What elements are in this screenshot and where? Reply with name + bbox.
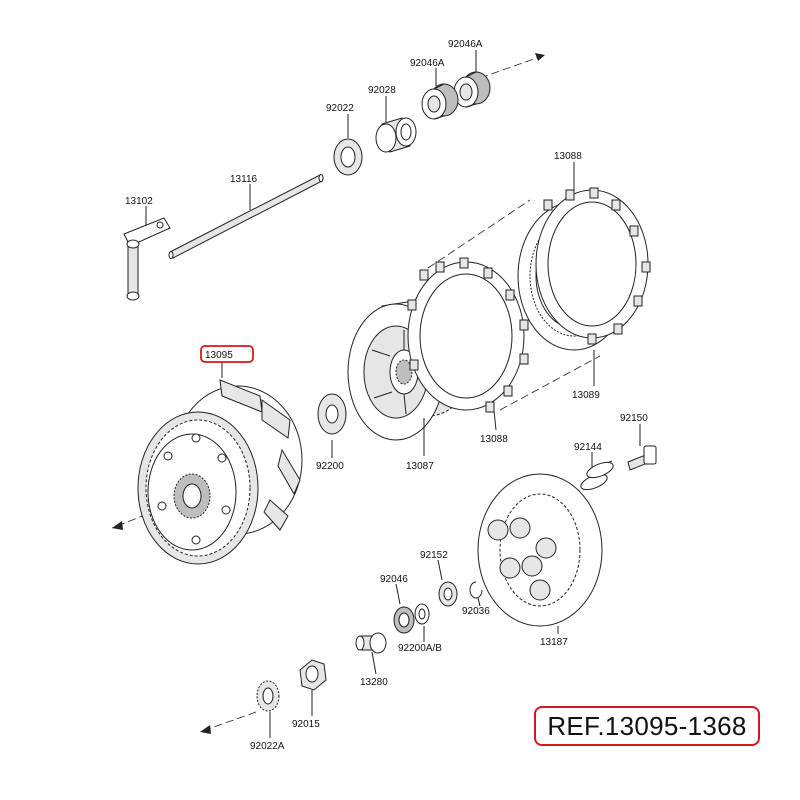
push-rod-13116 (168, 174, 324, 259)
axis-arrows (111, 53, 546, 734)
nut-92015 (299, 659, 327, 691)
label-92152[interactable]: 92152 (420, 550, 448, 561)
sleeve-92028 (375, 117, 417, 153)
label-92046A-top[interactable]: 92046A (448, 39, 483, 50)
label-13095[interactable]: 13095 (205, 350, 233, 361)
friction-plate-13088-bottom (407, 257, 529, 413)
pressure-plate-13187 (477, 473, 603, 627)
bearing-92046 (393, 606, 415, 634)
label-13088-top[interactable]: 13088 (554, 151, 582, 162)
label-92015[interactable]: 92015 (292, 719, 320, 730)
spring-92144 (580, 460, 614, 491)
label-92200[interactable]: 92200 (316, 461, 344, 472)
label-92028[interactable]: 92028 (368, 85, 396, 96)
washer-92022 (333, 138, 363, 176)
washer-92152 (438, 581, 458, 607)
label-92022A[interactable]: 92022A (250, 741, 285, 752)
label-13088-bottom[interactable]: 13088 (480, 434, 508, 445)
thrust-washer-92200 (317, 393, 347, 435)
label-13116[interactable]: 13116 (230, 174, 258, 185)
leader-lines (145, 50, 641, 738)
label-92150[interactable]: 92150 (620, 413, 648, 424)
collar-13280 (355, 632, 387, 654)
clutch-housing-13095 (137, 379, 303, 565)
label-92036[interactable]: 92036 (462, 606, 490, 617)
release-lever-13102 (123, 217, 171, 301)
label-92046[interactable]: 92046 (380, 574, 408, 585)
reference-code-box: REF.13095-1368 (534, 706, 760, 746)
label-92022[interactable]: 92022 (326, 103, 354, 114)
label-92046A-mid[interactable]: 92046A (410, 58, 445, 69)
bolt-92150 (627, 445, 657, 471)
lock-washer-92022A (256, 680, 280, 712)
needle-bearing-92046A-mid (421, 83, 459, 120)
highlight-box-13095 (200, 345, 254, 363)
label-13102[interactable]: 13102 (125, 196, 153, 207)
friction-plate-13088-top (535, 187, 651, 345)
label-13089[interactable]: 13089 (572, 390, 600, 401)
reference-code: REF.13095-1368 (547, 710, 747, 741)
label-13280[interactable]: 13280 (360, 677, 388, 688)
label-92144[interactable]: 92144 (574, 442, 602, 453)
label-92200AB[interactable]: 92200A/B (398, 643, 442, 654)
label-13187[interactable]: 13187 (540, 637, 568, 648)
needle-bearing-92046A-top (453, 71, 491, 108)
washer-92200AB (414, 603, 430, 625)
assembly-guides (427, 199, 601, 411)
part-labels: 92046A 92046A 92022 92028 13088 13116 13… (125, 39, 648, 752)
circlip-92036 (469, 581, 483, 599)
label-13087[interactable]: 13087 (406, 461, 434, 472)
